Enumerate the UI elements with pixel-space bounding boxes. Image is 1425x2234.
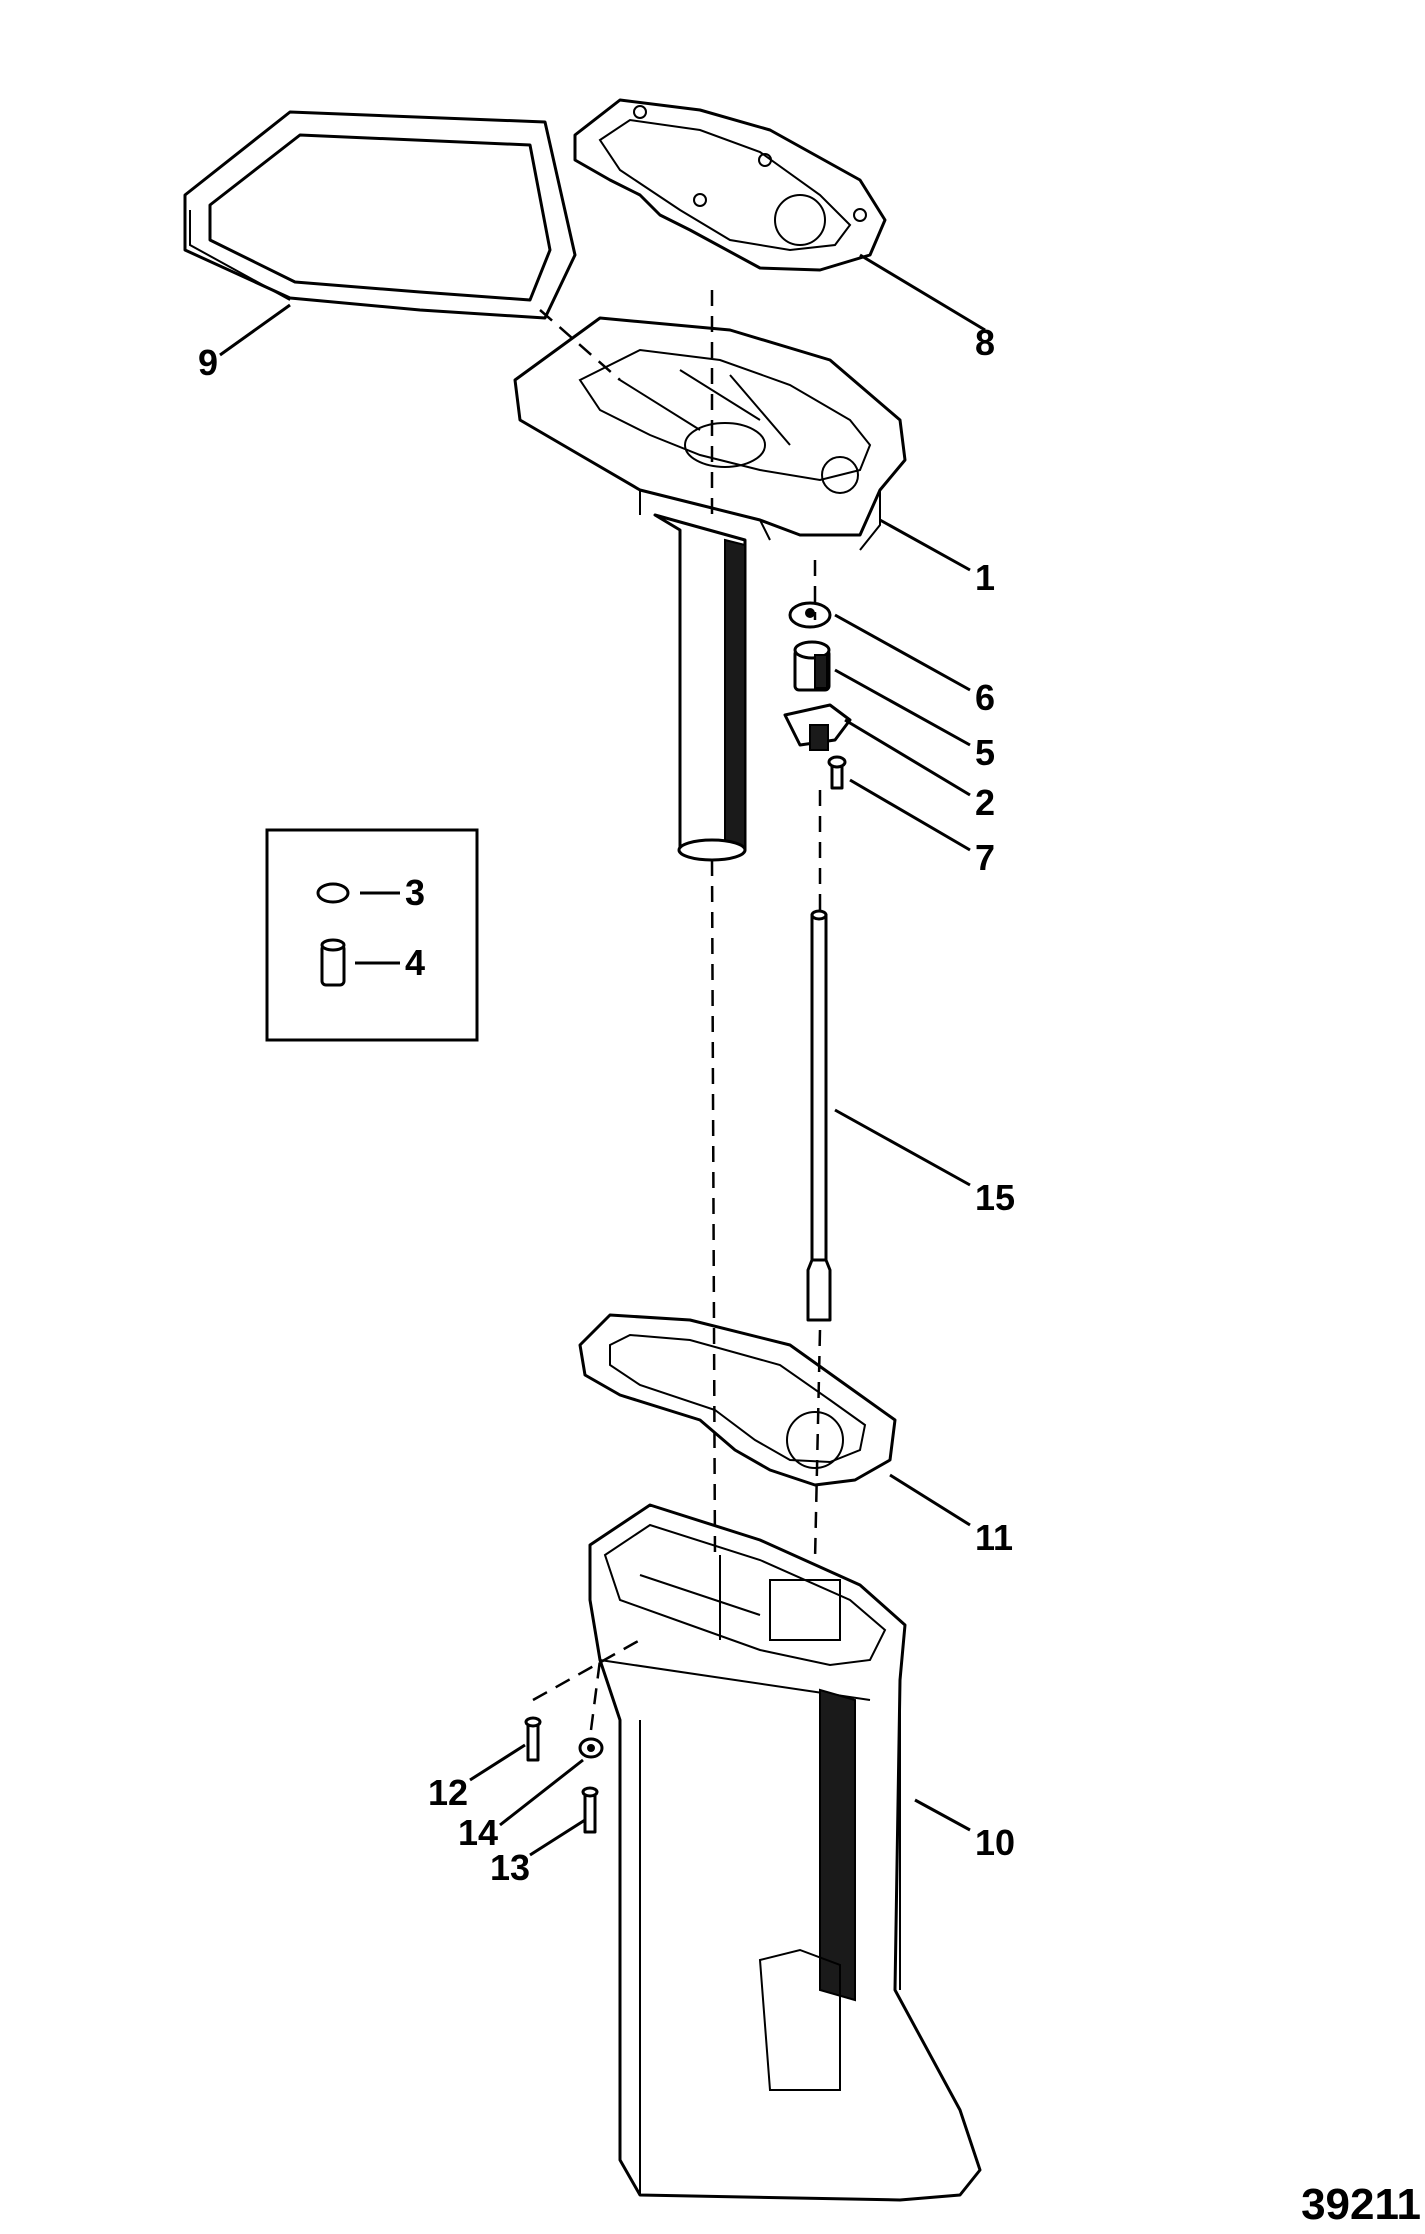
alignment-lines: [532, 290, 822, 1731]
callout-14: 14: [458, 1812, 498, 1853]
callout-8: 8: [975, 322, 995, 363]
callouts: 1 2 3 4 5 6 7 8 9 10 11 12 13 14 15: [198, 322, 1015, 1888]
callout-10: 10: [975, 1822, 1015, 1863]
callout-5: 5: [975, 732, 995, 773]
part-12-screw: [524, 1716, 542, 1762]
callout-2: 2: [975, 782, 995, 823]
part-14-washer: [578, 1737, 604, 1759]
callout-6: 6: [975, 677, 995, 718]
part-10-driveshaft-housing: [588, 1503, 982, 2202]
part-6-washer: [788, 601, 832, 629]
callout-9: 9: [198, 342, 218, 383]
part-15-shaft-rod: [806, 909, 832, 1322]
part-13-screw: [581, 1786, 599, 1834]
callout-13: 13: [490, 1847, 530, 1888]
callout-15: 15: [975, 1177, 1015, 1218]
part-2-bracket: [783, 703, 852, 751]
part-11-lower-gasket: [578, 1313, 897, 1487]
callout-7: 7: [975, 837, 995, 878]
part-7-screw: [827, 755, 847, 790]
part-8-upper-gasket: [573, 98, 887, 272]
inset-box: [265, 828, 479, 1042]
part-1-adaptor-plate: [513, 316, 907, 551]
drive-shaft-tube: [653, 513, 747, 862]
callout-12: 12: [428, 1772, 468, 1813]
callout-11: 11: [975, 1517, 1013, 1558]
callout-4: 4: [405, 942, 425, 983]
leader-lines: [219, 253, 986, 1857]
callout-3: 3: [405, 872, 425, 913]
callout-1: 1: [975, 557, 995, 598]
figure-number: 39211: [1301, 2180, 1421, 2229]
part-5-bushing: [793, 640, 831, 692]
part-9-seal-ring: [183, 110, 577, 320]
